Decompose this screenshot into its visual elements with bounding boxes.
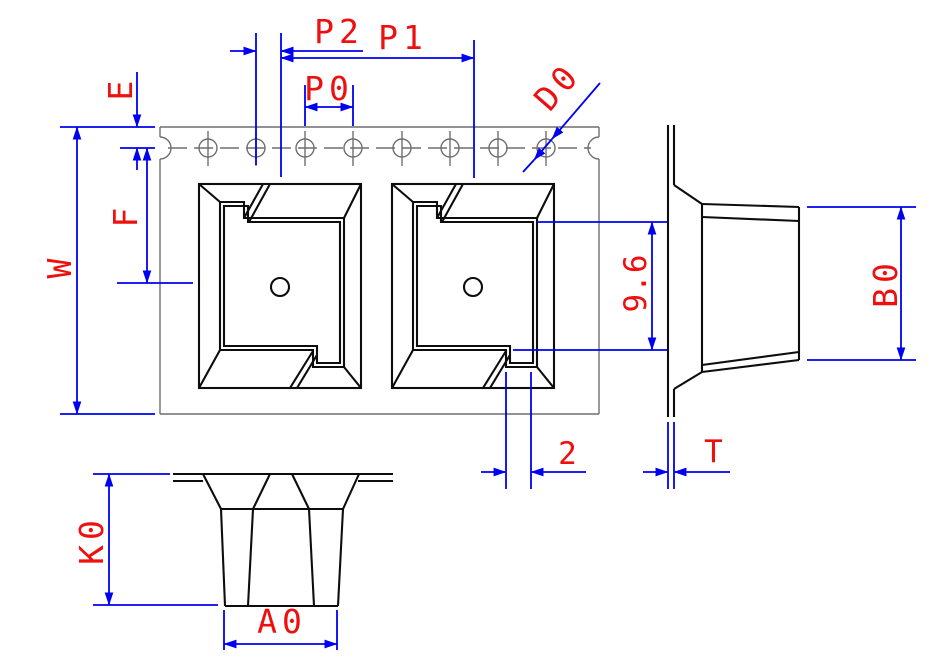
label-b0: B0: [866, 258, 905, 308]
pocket-top-wall: [701, 202, 800, 223]
pocket-outer-rect: [390, 182, 556, 390]
label-p2: P2: [314, 12, 364, 51]
pocket-bottom-wall: [701, 350, 800, 374]
pocket-section-view: [173, 472, 393, 608]
pocket-1-plan: [197, 182, 363, 390]
pocket-corner-bevels: [198, 183, 362, 389]
label-k0: K0: [72, 515, 111, 565]
d0-leader-upper: [551, 82, 601, 140]
dimension-labels: P2 P1 P0 E F W D0 9.6 B0 K0 2 T A0: [40, 12, 905, 641]
pocket-rim-inner: [415, 204, 535, 365]
notch-extension-lines: [505, 372, 532, 489]
label-9-6: 9.6: [618, 254, 654, 313]
pocket-center-hole: [269, 276, 291, 298]
pocket-notch-bevels: [243, 183, 318, 389]
cavity-walls: [219, 508, 345, 607]
label-2: 2: [558, 436, 578, 472]
label-a0: A0: [257, 602, 307, 641]
funnel-back-edges: [252, 473, 310, 510]
d0-leader-mid: [533, 138, 553, 161]
funnel-outer-walls: [202, 473, 360, 510]
pocket-height-extensions: [513, 221, 667, 351]
pocket-flange-bevels: [673, 184, 703, 390]
pocket-rim-inner: [222, 204, 342, 365]
pocket-corner-bevels: [391, 183, 555, 389]
label-p0: P0: [304, 69, 354, 108]
label-p1: P1: [378, 18, 428, 57]
d0-leader-tail: [522, 159, 535, 173]
label-e: E: [101, 76, 140, 101]
pocket-center-hole: [462, 276, 484, 298]
pocket-2-plan: [390, 182, 556, 390]
t-extension-lines: [667, 422, 675, 489]
label-t: T: [704, 434, 724, 470]
pocket-side-view: [666, 125, 801, 417]
k0-extension-lines: [93, 473, 218, 606]
pocket-rim-outer: [411, 200, 539, 369]
label-w: W: [40, 254, 79, 279]
pocket-rim-outer: [218, 200, 346, 369]
pocket-outer-rect: [197, 182, 363, 390]
label-f: F: [106, 203, 145, 228]
dimensions: [60, 33, 916, 650]
pocket-notch-bevels: [436, 183, 511, 389]
